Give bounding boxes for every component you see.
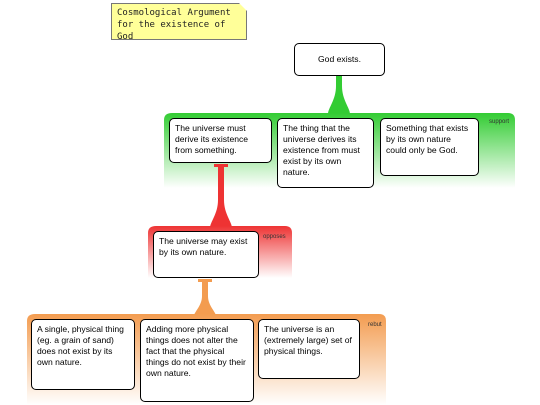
support-connector <box>328 76 350 114</box>
opposes-connector <box>210 167 232 228</box>
support-premise-2[interactable]: The thing that the universe derives its … <box>277 118 374 188</box>
support-premise-3-text: Something that exists by its own nature … <box>386 123 469 155</box>
rebut-premise-3-text: The universe is an (extremely large) set… <box>264 324 352 356</box>
rebut-label: rebut <box>368 322 382 328</box>
opposes-cap <box>214 164 228 167</box>
claim-text: God exists. <box>318 54 361 64</box>
rebut-premise-3[interactable]: The universe is an (extremely large) set… <box>258 319 360 379</box>
rebut-premise-1[interactable]: A single, physical thing (eg. a grain of… <box>31 319 135 390</box>
rebut-premise-2-text: Adding more physical things does not alt… <box>146 324 246 378</box>
rebut-cap <box>198 279 212 282</box>
opposes-premise-1[interactable]: The universe may exist by its own nature… <box>153 231 259 278</box>
support-label: support <box>489 119 510 125</box>
opposes-premise-1-text: The universe may exist by its own nature… <box>159 236 248 257</box>
rebut-premise-2[interactable]: Adding more physical things does not alt… <box>140 319 254 402</box>
title-note-fold <box>239 3 247 11</box>
support-premise-2-text: The thing that the universe derives its … <box>283 123 360 177</box>
claim-box[interactable]: God exists. <box>294 43 385 76</box>
title-note[interactable]: Cosmological Argument for the existence … <box>111 3 247 42</box>
support-premise-1[interactable]: The universe must derive its existence f… <box>169 118 272 163</box>
title-note-text: Cosmological Argument for the existence … <box>117 8 231 42</box>
rebut-premise-1-text: A single, physical thing (eg. a grain of… <box>37 324 124 367</box>
opposes-label: opposes <box>263 234 286 240</box>
support-premise-3[interactable]: Something that exists by its own nature … <box>380 118 479 176</box>
support-premise-1-text: The universe must derive its existence f… <box>175 123 249 155</box>
rebut-connector <box>194 282 216 316</box>
